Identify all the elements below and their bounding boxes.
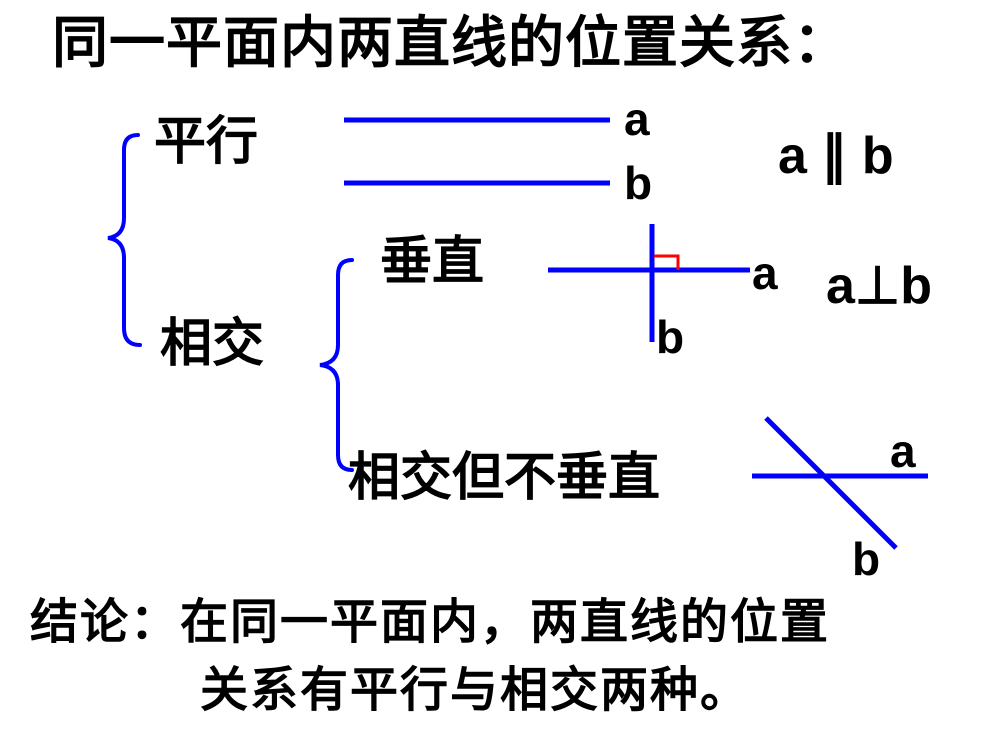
outer-brace bbox=[107, 133, 142, 347]
inner-brace bbox=[319, 258, 354, 472]
label-perpendicular-b: b bbox=[656, 311, 685, 363]
page-title: 同一平面内两直线的位置关系： bbox=[52, 11, 850, 76]
relation-perpendicular: a⊥b bbox=[826, 257, 932, 315]
oblique-line-b bbox=[764, 416, 898, 550]
label-oblique-a: a bbox=[890, 425, 916, 477]
conclusion-line-2: 关系有平行与相交两种。 bbox=[200, 662, 751, 718]
label-parallel-a: a bbox=[624, 93, 650, 145]
category-intersect-not-perpendicular: 相交但不垂直 bbox=[348, 448, 661, 508]
relation-parallel: a ∥ b bbox=[778, 127, 894, 185]
label-oblique-b: b bbox=[852, 533, 881, 585]
right-angle-mark bbox=[654, 254, 680, 270]
category-parallel: 平行 bbox=[154, 112, 259, 172]
label-parallel-b: b bbox=[624, 157, 653, 209]
conclusion-line-1: 结论：在同一平面内，两直线的位置 bbox=[30, 594, 831, 650]
category-perpendicular: 垂直 bbox=[380, 232, 485, 292]
label-perpendicular-a: a bbox=[752, 247, 778, 299]
category-intersect: 相交 bbox=[160, 314, 265, 374]
